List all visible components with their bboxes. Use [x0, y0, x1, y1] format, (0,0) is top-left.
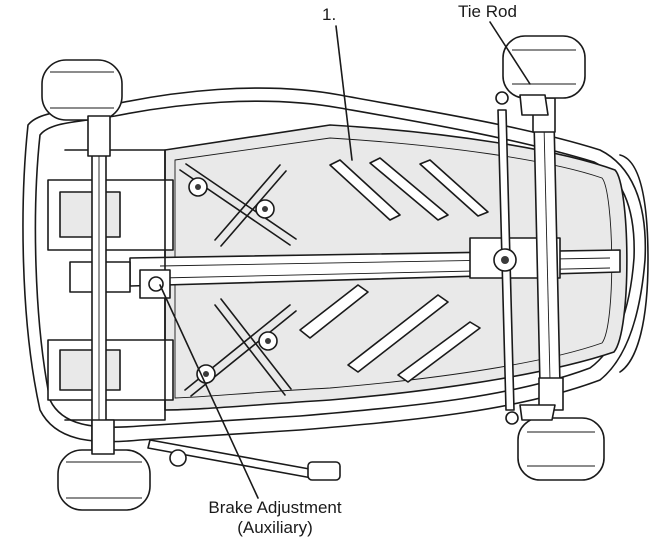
leader-line-brake — [159, 284, 259, 499]
front-bumper — [619, 154, 649, 373]
brake-adjustment-label: Brake Adjustment (Auxiliary) — [190, 498, 360, 538]
brake-unit — [139, 269, 171, 299]
tie-rod — [493, 91, 519, 425]
rear-wheel-bottom — [57, 419, 151, 511]
handle-bar — [147, 439, 341, 481]
leader-line-1 — [335, 25, 353, 161]
floor-ribs — [299, 157, 489, 383]
front-wheel-bottom — [517, 404, 605, 481]
front-wheel-top — [502, 35, 586, 116]
callout-1-label: 1. — [322, 5, 337, 24]
rear-wheel-top — [41, 59, 123, 157]
seat-mount-upper — [179, 163, 297, 247]
brake-adjustment-line2: (Auxiliary) — [237, 518, 313, 537]
brake-adjustment-line1: Brake Adjustment — [208, 498, 342, 517]
leader-lines — [159, 21, 531, 499]
leader-line-tie-rod — [489, 21, 531, 85]
rear-assembly — [47, 149, 174, 421]
rear-axle — [91, 109, 107, 461]
outer-bumper-frame — [22, 87, 647, 443]
tie-rod-label: Tie Rod — [458, 2, 517, 21]
seat-mount-lower — [184, 298, 297, 397]
